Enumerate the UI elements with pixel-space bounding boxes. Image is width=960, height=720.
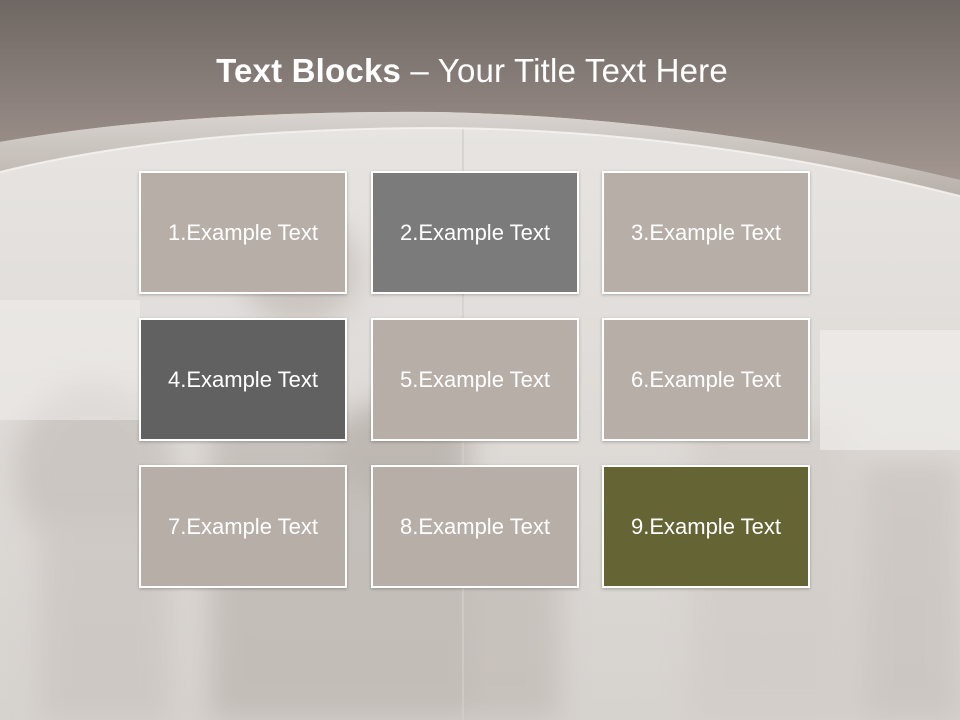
title-text: Your Title Text Here	[437, 52, 728, 89]
text-block-6[interactable]: 6.Example Text	[602, 318, 810, 441]
title-separator: –	[401, 52, 438, 89]
page-title: Text Blocks – Your Title Text Here	[0, 52, 944, 90]
text-block-3[interactable]: 3.Example Text	[602, 171, 810, 294]
text-block-1[interactable]: 1.Example Text	[139, 171, 347, 294]
text-block-4[interactable]: 4.Example Text	[139, 318, 347, 441]
title-bold: Text Blocks	[216, 52, 402, 89]
text-block-7[interactable]: 7.Example Text	[139, 465, 347, 588]
text-block-9[interactable]: 9.Example Text	[602, 465, 810, 588]
text-block-8[interactable]: 8.Example Text	[371, 465, 579, 588]
text-block-2[interactable]: 2.Example Text	[371, 171, 579, 294]
text-block-5[interactable]: 5.Example Text	[371, 318, 579, 441]
